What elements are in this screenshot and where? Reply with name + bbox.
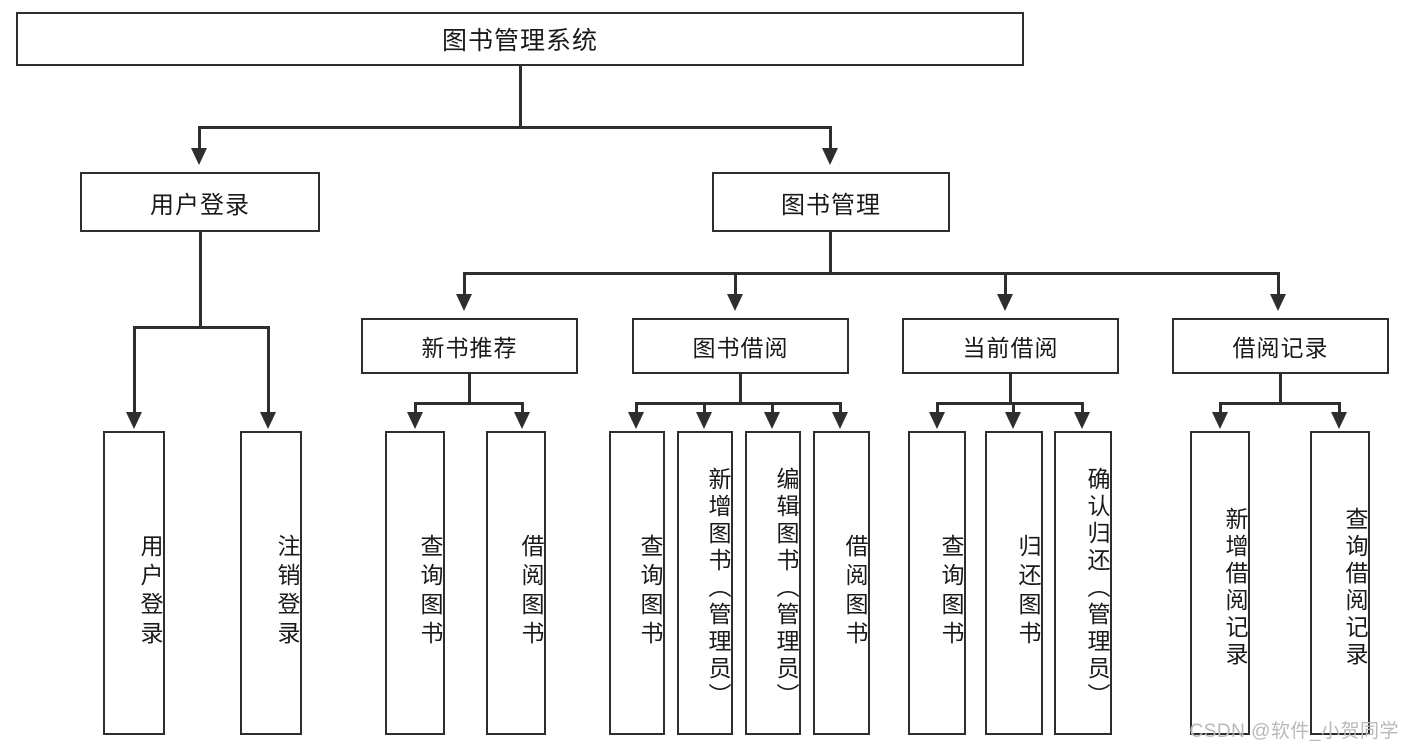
node-leaf-add-record[interactable]: 新增借阅记录 [1190,431,1250,735]
arrowhead-leaf-query-record [1331,412,1347,429]
node-leaf-user-login[interactable]: 用户登录 [103,431,165,735]
node-leaf-query-record[interactable]: 查询借阅记录 [1310,431,1370,735]
connector-cb-bus [936,402,1084,405]
arrowhead-book-borrow [727,294,743,311]
connector-br-drop-2 [1338,402,1341,413]
arrowhead-borrow-record [1270,294,1286,311]
connector-bm-drop-2 [734,272,737,295]
node-leaf-edit-book[interactable]: 编辑图书（管理员） [745,431,801,735]
node-current-borrow[interactable]: 当前借阅 [902,318,1119,374]
connector-cb-drop-3 [1081,402,1084,413]
node-book-manage[interactable]: 图书管理 [712,172,950,232]
arrowhead-new-book-recommend [456,294,472,311]
connector-bb-drop-2 [703,402,706,413]
connector-cb-drop-2 [1012,402,1015,413]
connector-user-login-drop-1 [133,326,136,413]
node-leaf-borrow-book-1[interactable]: 借阅图书 [486,431,546,735]
node-user-login[interactable]: 用户登录 [80,172,320,232]
connector-user-login-bus [133,326,270,329]
node-book-borrow[interactable]: 图书借阅 [632,318,849,374]
arrowhead-current-borrow [997,294,1013,311]
connector-bm-drop-3 [1004,272,1007,295]
arrowhead-leaf-edit-book [764,412,780,429]
node-leaf-logout[interactable]: 注销登录 [240,431,302,735]
arrowhead-leaf-add-record [1212,412,1228,429]
arrowhead-user-login [191,148,207,165]
node-root-system[interactable]: 图书管理系统 [16,12,1024,66]
connector-bm-drop-1 [463,272,466,295]
connector-bb-drop-3 [771,402,774,413]
node-leaf-confirm-return[interactable]: 确认归还（管理员） [1054,431,1112,735]
connector-bb-bus [635,402,842,405]
connector-cb-drop-1 [936,402,939,413]
node-leaf-borrow-book-2[interactable]: 借阅图书 [813,431,870,735]
connector-bb-drop-1 [635,402,638,413]
arrowhead-leaf-add-book [696,412,712,429]
arrowhead-leaf-query-book-3 [929,412,945,429]
node-leaf-query-book-3[interactable]: 查询图书 [908,431,966,735]
arrowhead-leaf-borrow-book-2 [832,412,848,429]
connector-cb-stem [1009,374,1012,404]
connector-user-login-stem [199,232,202,328]
connector-br-stem [1279,374,1282,404]
arrowhead-leaf-logout [260,412,276,429]
connector-br-drop-1 [1219,402,1222,413]
node-leaf-query-book-1[interactable]: 查询图书 [385,431,445,735]
node-leaf-return-book[interactable]: 归还图书 [985,431,1043,735]
connector-root-drop-left [198,126,201,149]
arrowhead-leaf-query-book-2 [628,412,644,429]
connector-root-bus [198,126,832,129]
arrowhead-leaf-confirm-return [1074,412,1090,429]
arrowhead-leaf-return-book [1005,412,1021,429]
connector-br-bus [1219,402,1341,405]
node-new-book-recommend[interactable]: 新书推荐 [361,318,578,374]
connector-nbr-drop-1 [414,402,417,413]
arrowhead-leaf-borrow-book-1 [514,412,530,429]
connector-book-manage-stem [829,232,832,274]
connector-root-stem [519,66,522,128]
arrowhead-leaf-query-book-1 [407,412,423,429]
arrowhead-book-manage [822,148,838,165]
connector-user-login-drop-2 [267,326,270,413]
connector-nbr-drop-2 [521,402,524,413]
connector-bb-drop-4 [839,402,842,413]
csdn-watermark: CSDN @软件_小贺同学 [1189,721,1399,742]
arrowhead-leaf-user-login [126,412,142,429]
connector-book-manage-bus [463,272,1280,275]
node-leaf-add-book[interactable]: 新增图书（管理员） [677,431,733,735]
connector-nbr-stem [468,374,471,404]
connector-nbr-bus [414,402,524,405]
connector-bb-stem [739,374,742,404]
connector-bm-drop-4 [1277,272,1280,295]
node-borrow-record[interactable]: 借阅记录 [1172,318,1389,374]
node-leaf-query-book-2[interactable]: 查询图书 [609,431,665,735]
connector-root-drop-right [829,126,832,149]
